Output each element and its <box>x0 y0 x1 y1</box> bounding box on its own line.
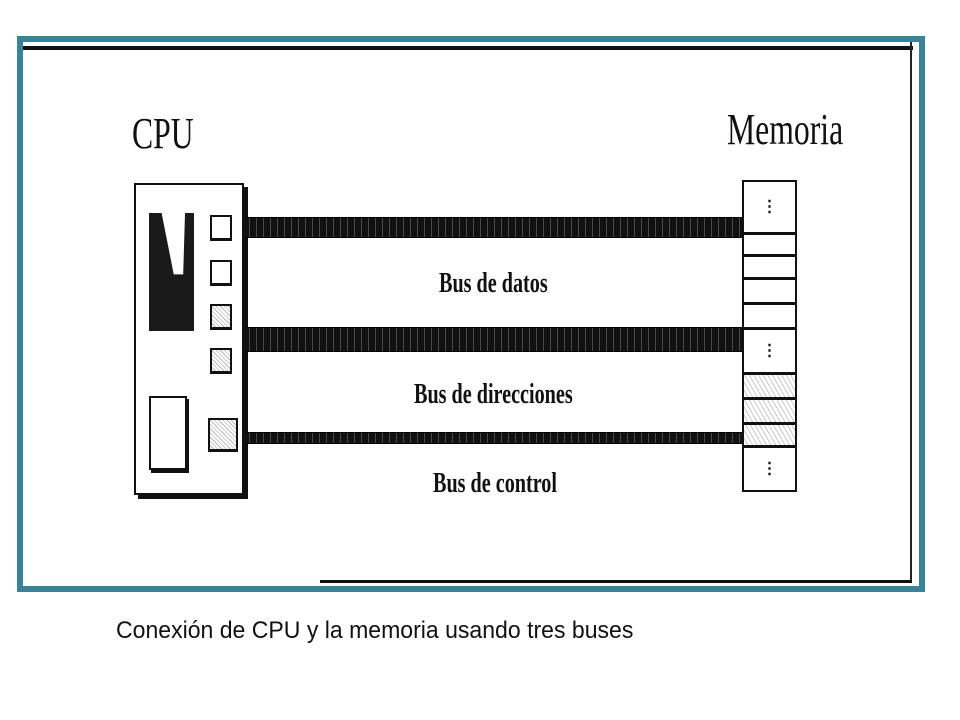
scan-border-top <box>23 46 913 50</box>
memory-cell <box>744 302 795 327</box>
cpu-register <box>210 348 232 374</box>
cpu-register <box>210 260 232 286</box>
cpu-label: CPU <box>132 109 194 158</box>
memory-block: ⋮ ⋮ ⋮ <box>742 180 797 492</box>
address-bus-label: Bus de direcciones <box>414 379 573 410</box>
cpu-register <box>208 418 238 452</box>
memory-cell <box>744 254 795 277</box>
memory-cell <box>744 422 795 445</box>
memory-cell <box>744 397 795 422</box>
memory-cell <box>744 232 795 254</box>
data-bus-label: Bus de datos <box>439 268 548 299</box>
cpu-register <box>210 304 232 330</box>
cpu-register <box>210 215 232 241</box>
data-bus-line <box>246 217 742 238</box>
control-unit-block <box>149 396 187 470</box>
ellipsis-icon: ⋮ <box>761 342 778 360</box>
memory-label: Memoria <box>727 105 844 154</box>
memory-cell: ⋮ <box>744 182 795 232</box>
ellipsis-icon: ⋮ <box>761 460 778 478</box>
memory-cell <box>744 277 795 302</box>
ellipsis-icon: ⋮ <box>761 198 778 216</box>
control-bus-line <box>246 432 742 444</box>
figure-caption: Conexión de CPU y la memoria usando tres… <box>116 617 634 644</box>
scan-border-right <box>910 42 912 582</box>
scan-border-bottom <box>320 580 912 583</box>
address-bus-line <box>246 327 742 352</box>
memory-cell: ⋮ <box>744 445 795 490</box>
memory-cell <box>744 372 795 397</box>
control-bus-label: Bus de control <box>433 468 557 499</box>
memory-cell: ⋮ <box>744 327 795 372</box>
